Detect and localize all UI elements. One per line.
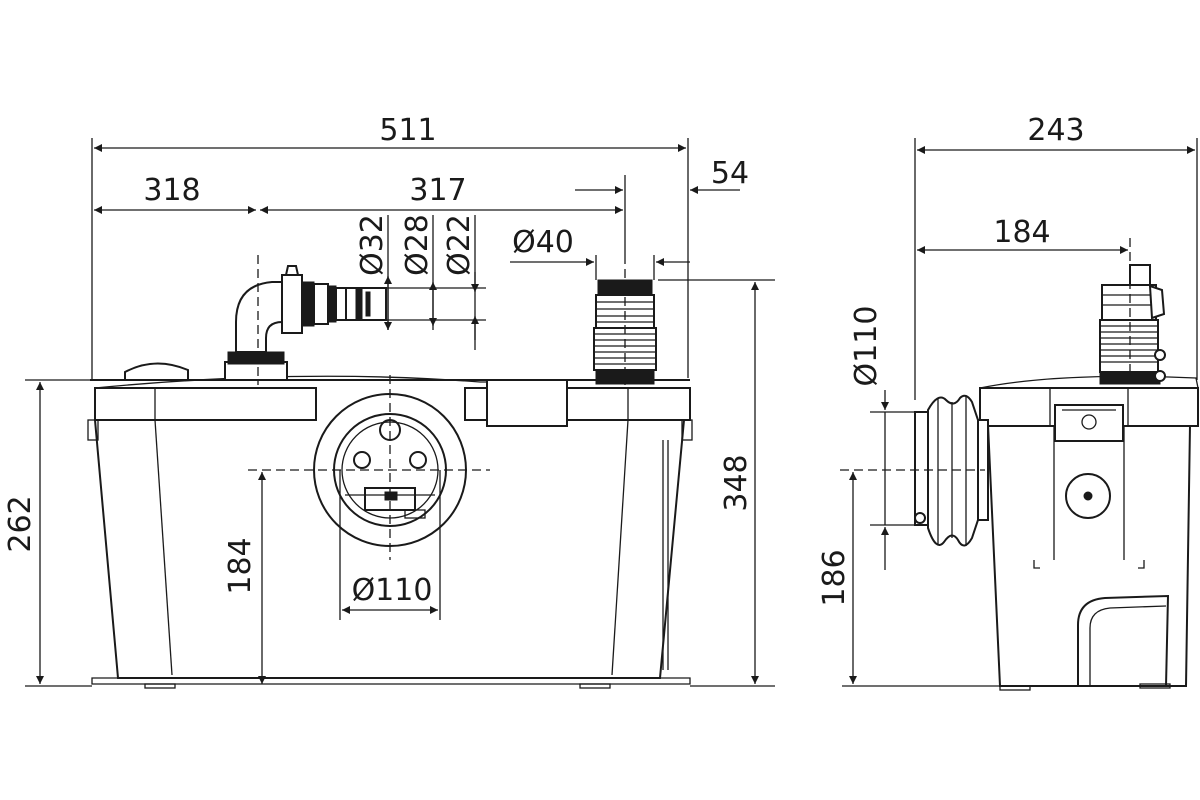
dim-outlet-offset: 54 [711,156,749,191]
side-housing [979,375,1199,691]
dim-overall-height: 348 [719,454,754,511]
dim-left-to-inlet: 318 [143,173,200,208]
side-extension-lines [842,138,1198,687]
dim-d110: Ø110 [352,573,433,608]
dim-d22: Ø22 [442,214,477,276]
side-dimension-lines [849,146,1195,684]
dim-side-d110: Ø110 [849,306,884,387]
dim-d32: Ø32 [355,214,390,276]
dim-inlet-height: 184 [223,537,258,594]
front-dimension-lines [36,144,759,684]
front-elbow-pipe [224,265,387,381]
dim-housing-height: 262 [3,495,38,552]
side-outlet-pipe [1099,264,1166,385]
front-center-lines [248,255,626,560]
side-center-lines [840,238,1131,471]
side-view: 243 184 Ø110 186 [817,113,1199,691]
dim-overall-width: 511 [379,113,436,148]
side-inlet-bellows [914,394,989,547]
dim-side-inlet-height: 186 [817,549,852,606]
dim-outlet-depth: 184 [993,215,1050,250]
dim-d28: Ø28 [400,214,435,276]
front-view: 511 318 317 54 Ø40 Ø32 Ø28 Ø22 Ø110 262 … [3,113,775,689]
front-lid [87,362,693,441]
dim-inlet-to-outlet: 317 [409,173,466,208]
dim-d40: Ø40 [512,225,574,260]
dim-overall-depth: 243 [1027,113,1084,148]
front-housing [91,419,691,689]
